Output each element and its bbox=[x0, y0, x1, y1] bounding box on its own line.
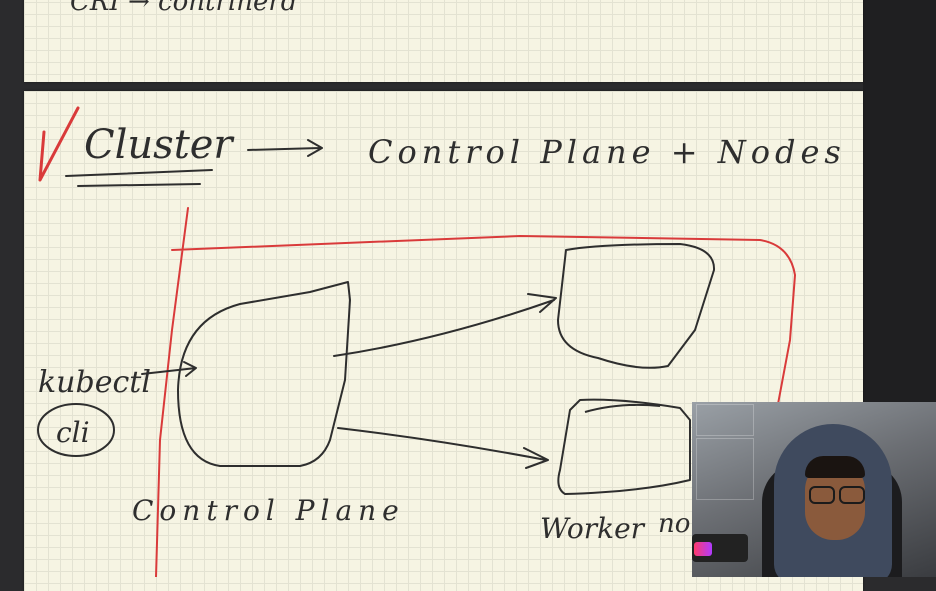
cluster-equation: Control Plane + Nodes bbox=[368, 133, 846, 171]
kubectl-label: kubectl bbox=[38, 365, 151, 400]
cluster-heading: Cluster bbox=[84, 122, 235, 168]
wall-tile bbox=[696, 404, 754, 436]
control-plane-label: Control Plane bbox=[132, 494, 405, 527]
top-note-fragment: CRI → contrinerd bbox=[70, 0, 297, 17]
handwriting-canvas[interactable]: CRI → contrinerd Cluster Control Plane +… bbox=[0, 0, 936, 577]
arrow-to-worker-bottom bbox=[337, 427, 549, 469]
cli-label: cli bbox=[56, 416, 90, 449]
kubectl-arrow bbox=[141, 361, 197, 377]
glasses-icon bbox=[807, 486, 865, 504]
red-checkmark-icon bbox=[38, 106, 80, 182]
notes-page-previous bbox=[24, 0, 863, 82]
arrow-to-worker-top bbox=[333, 293, 557, 357]
cli-circle bbox=[37, 403, 115, 457]
heading-underline bbox=[65, 169, 213, 187]
worker-node-bottom bbox=[557, 398, 691, 495]
cluster-boundary bbox=[155, 207, 797, 577]
worker-label-cutoff: no bbox=[658, 509, 690, 539]
presenter-hair bbox=[805, 456, 865, 478]
worker-node-top bbox=[557, 243, 716, 369]
worker-label: Worker bbox=[540, 512, 646, 545]
presenter-webcam-overlay bbox=[692, 402, 936, 577]
wall-tile bbox=[696, 438, 754, 500]
heading-arrow-icon bbox=[247, 139, 323, 157]
control-plane-box bbox=[177, 281, 351, 467]
mic-rgb-light bbox=[694, 542, 712, 556]
